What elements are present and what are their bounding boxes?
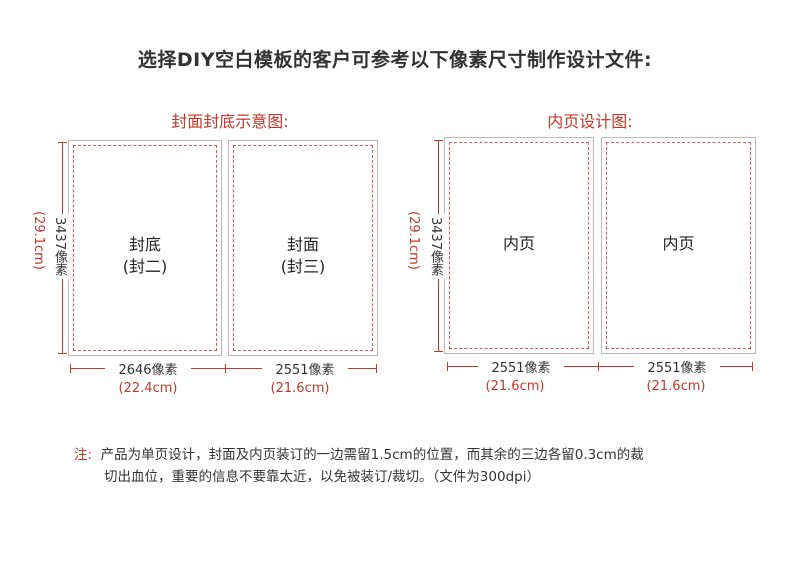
back-cover-width-px: 2646像素 <box>105 359 191 378</box>
front-cover-label-line1: 封面 <box>286 235 319 254</box>
inner-width-tick-left <box>447 362 448 371</box>
inner-left-width-cm: (21.6cm) <box>485 379 545 394</box>
back-cover-label-line1: 封底 <box>128 235 161 254</box>
back-cover-width-cm: (22.4cm) <box>118 381 178 396</box>
inner-width-tick-right <box>752 362 753 371</box>
inner-right-width-px: 2551像素 <box>634 357 720 376</box>
front-cover-width-px: 2551像素 <box>262 359 348 378</box>
inner-height-tick-bottom <box>434 351 443 352</box>
inner-left-label: 内页 <box>502 234 535 253</box>
front-cover-label-line2: (封三) <box>280 257 326 276</box>
front-cover-page <box>228 140 378 356</box>
inner-left-width-px: 2551像素 <box>478 357 564 376</box>
inner-right-label: 内页 <box>662 234 695 253</box>
note-text-1: 产品为单页设计，封面及内页装订的一边需留1.5cm的位置，而其余的三边各留0.3… <box>100 447 644 463</box>
front-cover-bleed-line <box>233 145 373 351</box>
note-text-2: 切出血位，重要的信息不要靠太近，以免被装订/裁切。（文件为300dpi） <box>104 469 540 485</box>
cover-height-cm: (29.1cm) <box>31 211 46 270</box>
note-block: 注: 产品为单页设计，封面及内页装订的一边需留1.5cm的位置，而其余的三边各留… <box>74 444 754 488</box>
note-line-1: 注: 产品为单页设计，封面及内页装订的一边需留1.5cm的位置，而其余的三边各留… <box>74 444 754 466</box>
cover-height-px: 3437像素 <box>50 214 69 280</box>
inner-section-heading: 内页设计图: <box>547 112 633 131</box>
cover-width-tick-right <box>376 364 377 373</box>
back-cover-page <box>68 140 222 356</box>
inner-right-width-cm: (21.6cm) <box>646 379 706 394</box>
page-title: 选择DIY空白模板的客户可参考以下像素尺寸制作设计文件: <box>137 49 653 71</box>
inner-right-page <box>601 137 756 354</box>
inner-left-bleed-line <box>449 142 589 349</box>
note-prefix: 注: <box>74 447 93 463</box>
inner-height-px: 3437像素 <box>426 214 445 280</box>
inner-width-dimension-line <box>447 366 752 367</box>
inner-left-page <box>444 137 594 354</box>
back-cover-bleed-line <box>73 145 217 351</box>
cover-height-tick-bottom <box>58 353 67 354</box>
cover-section-heading: 封面封底示意图: <box>171 112 289 131</box>
back-cover-label-line2: (封二) <box>122 257 168 276</box>
back-cover-label: 封底 (封二) <box>68 234 222 278</box>
inner-right-bleed-line <box>606 142 751 349</box>
inner-width-tick-mid <box>598 362 599 371</box>
inner-height-cm: (29.1cm) <box>406 211 421 270</box>
cover-width-tick-mid <box>225 364 226 373</box>
front-cover-width-cm: (21.6cm) <box>270 381 330 396</box>
cover-height-tick-top <box>58 142 67 143</box>
cover-width-dimension-line <box>70 368 376 369</box>
inner-height-tick-top <box>434 140 443 141</box>
note-line-2: 切出血位，重要的信息不要靠太近，以免被装订/裁切。（文件为300dpi） <box>74 466 754 488</box>
cover-width-tick-left <box>70 364 71 373</box>
front-cover-label: 封面 (封三) <box>228 234 378 278</box>
